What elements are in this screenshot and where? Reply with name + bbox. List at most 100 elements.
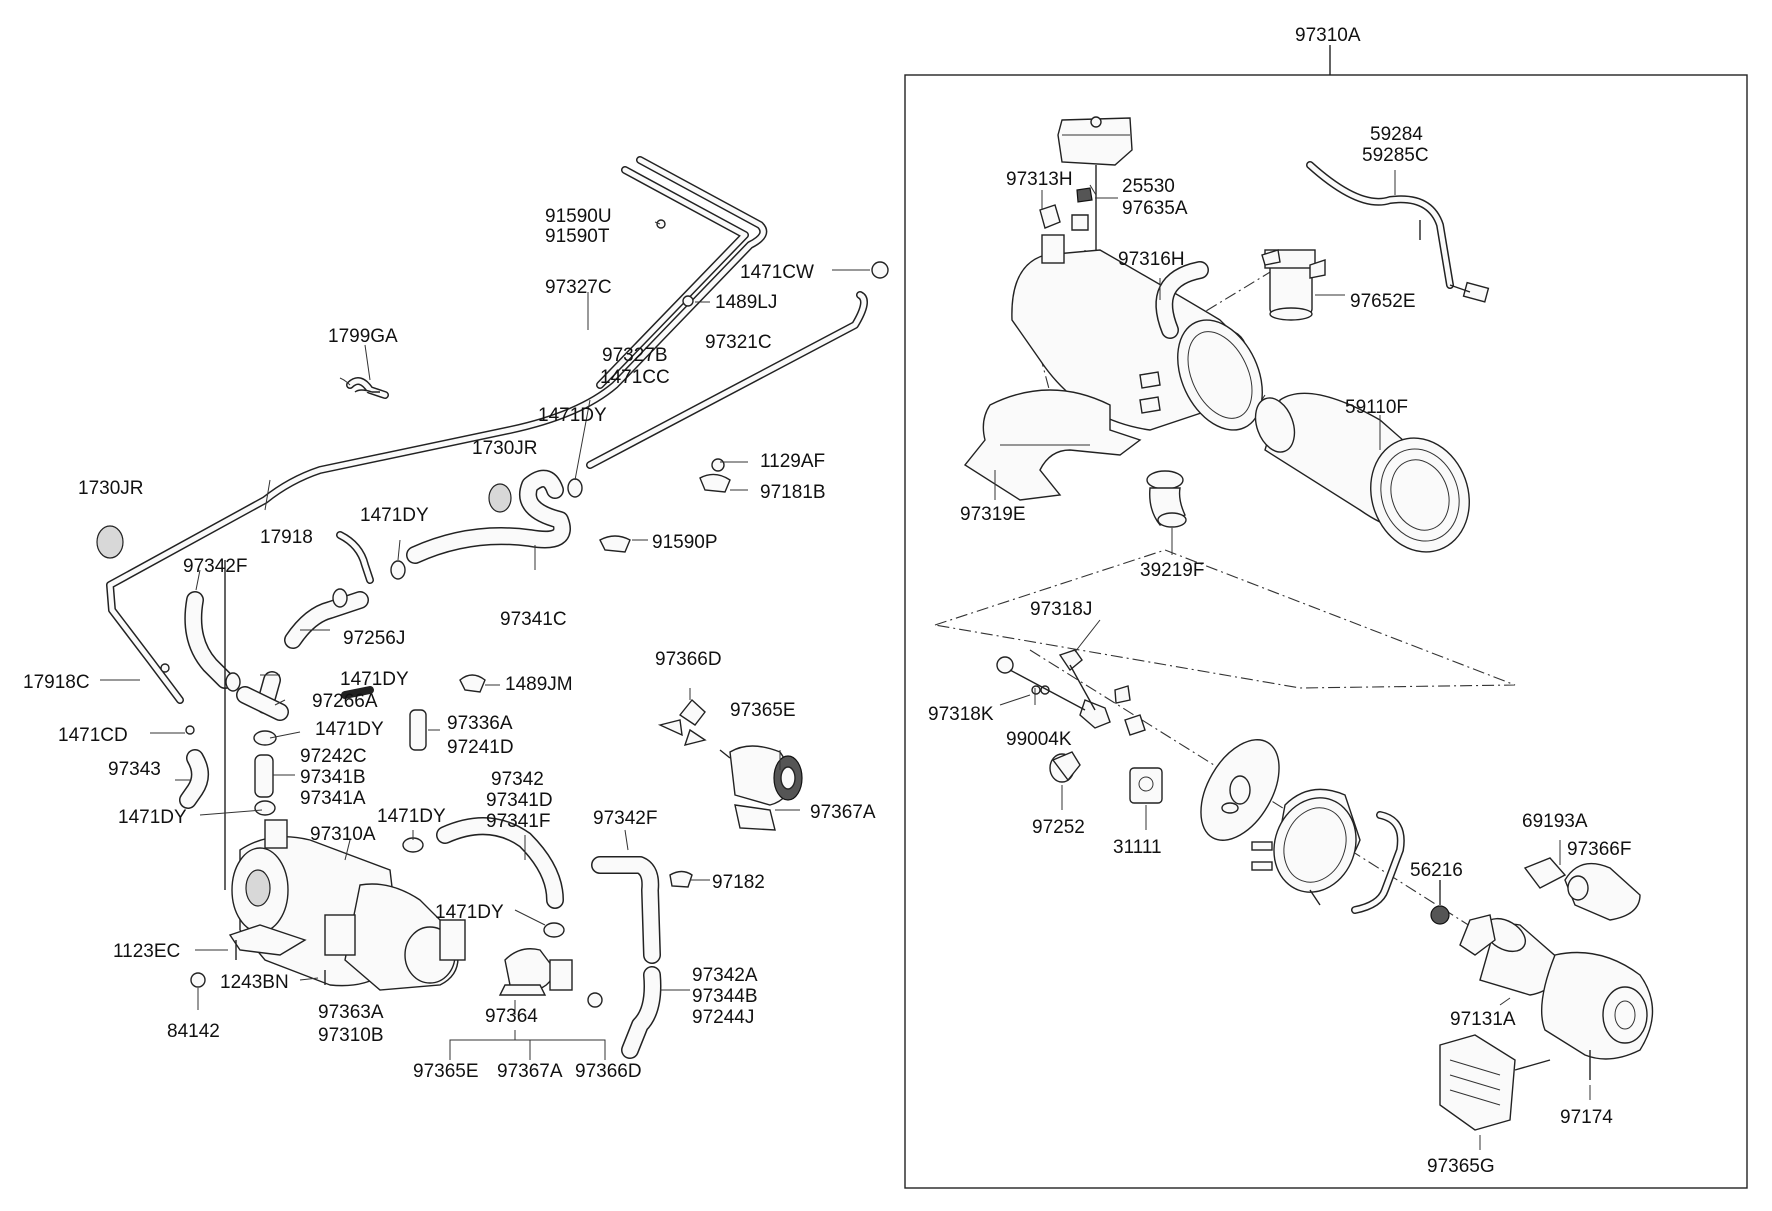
label-25530: 25530 <box>1122 176 1175 197</box>
glow-plug-part <box>996 649 1146 736</box>
label-97266A: 97266A <box>312 691 378 712</box>
label-97242C: 97242C <box>300 746 367 767</box>
hose-97342-part <box>436 817 564 909</box>
label-59284: 59284 <box>1370 124 1423 145</box>
label-91590T: 91590T <box>545 226 610 247</box>
label-97363A: 97363A <box>318 1002 384 1023</box>
fan-97366D-part <box>657 698 707 746</box>
combustion-liner-part <box>1254 392 1470 553</box>
label-97342F-a: 97342F <box>183 556 247 577</box>
hose-97341B-part <box>254 754 274 798</box>
label-97342: 97342 <box>491 769 544 790</box>
label-56216: 56216 <box>1410 860 1463 881</box>
label-97318K: 97318K <box>928 704 994 725</box>
fuel-line-part <box>106 156 768 704</box>
bent-tube-part <box>1351 811 1405 914</box>
label-17918: 17918 <box>260 527 313 548</box>
label-69193A: 69193A <box>1522 811 1588 832</box>
label-97366F: 97366F <box>1567 839 1631 860</box>
label-84142: 84142 <box>167 1021 220 1042</box>
label-39219F: 39219F <box>1140 560 1204 581</box>
label-91590P: 91590P <box>652 532 718 553</box>
label-97344B: 97344B <box>692 986 758 1007</box>
label-1730JR-b: 1730JR <box>78 478 144 499</box>
label-97366D-b: 97366D <box>575 1061 642 1082</box>
label-1471CC: 1471CC <box>600 367 670 388</box>
label-1799GA: 1799GA <box>328 326 398 347</box>
label-97341C: 97341C <box>500 609 567 630</box>
hose-97341C-part <box>406 469 571 564</box>
label-97652E: 97652E <box>1350 291 1416 312</box>
long-coolant-hose-part <box>586 291 868 469</box>
wire-harness-part <box>1306 161 1490 303</box>
label-1129AF: 1129AF <box>760 451 825 472</box>
label-97182: 97182 <box>712 872 765 893</box>
tee-97266A-part <box>236 671 289 721</box>
heater-unit-97310A-part <box>224 560 466 991</box>
label-1730JR-a: 1730JR <box>472 438 538 459</box>
label-1489LJ: 1489LJ <box>715 292 777 313</box>
hose-97256J-part <box>284 531 374 649</box>
hose-97342A-part <box>621 966 662 1059</box>
label-1489JM: 1489JM <box>505 674 573 695</box>
label-97364: 97364 <box>485 1006 538 1027</box>
burner-tube-part <box>1251 788 1361 906</box>
fuel-filter-part <box>1261 249 1326 321</box>
hose-97343-part <box>179 749 209 809</box>
label-1243BN: 1243BN <box>220 972 289 993</box>
label-97256J: 97256J <box>343 628 405 649</box>
label-97341D: 97341D <box>486 790 553 811</box>
label-97341B: 97341B <box>300 767 366 788</box>
label-17918C: 17918C <box>23 672 90 693</box>
label-97336A: 97336A <box>447 713 513 734</box>
heater-assembly-frame <box>904 45 1748 1189</box>
label-97310A-mid: 97310A <box>310 824 376 845</box>
label-97316H: 97316H <box>1118 249 1185 270</box>
label-59285C: 59285C <box>1362 145 1429 166</box>
hose-97336A-part <box>409 709 427 751</box>
label-97365E-b: 97365E <box>413 1061 479 1082</box>
label-1471DY-c: 1471DY <box>340 669 409 690</box>
label-97318J: 97318J <box>1030 599 1092 620</box>
hose-97342F-upper-part <box>184 591 234 689</box>
label-97341A: 97341A <box>300 788 366 809</box>
control-unit-31111-part <box>1129 767 1163 804</box>
label-97244J: 97244J <box>692 1007 754 1028</box>
burner-disc-part <box>1200 739 1280 841</box>
label-97343: 97343 <box>108 759 161 780</box>
motor-97365E-part <box>719 745 803 831</box>
label-97252: 97252 <box>1032 817 1085 838</box>
label-97319E: 97319E <box>960 504 1026 525</box>
label-97131A: 97131A <box>1450 1009 1516 1030</box>
label-1471CD: 1471CD <box>58 725 128 746</box>
blower-housing-97174-part <box>1540 951 1654 1080</box>
label-97366D-a: 97366D <box>655 649 722 670</box>
label-99004K: 99004K <box>1006 729 1072 750</box>
mounting-bracket-part <box>963 389 1142 501</box>
pump-97364-part <box>498 948 603 1008</box>
label-1471DY-g: 1471DY <box>435 902 504 923</box>
label-97241D: 97241D <box>447 737 514 758</box>
label-97327B: 97327B <box>602 345 668 366</box>
label-97310B: 97310B <box>318 1025 384 1046</box>
label-1471DY-f: 1471DY <box>377 806 446 827</box>
label-1471DY-d: 1471DY <box>315 719 384 740</box>
label-97367A-b: 97367A <box>497 1061 563 1082</box>
label-97321C: 97321C <box>705 332 772 353</box>
part-labels: 97310A 59284 59285C 97313H 25530 97635A … <box>23 25 1631 1177</box>
label-1471DY-e: 1471DY <box>118 807 187 828</box>
label-97342F-b: 97342F <box>593 808 657 829</box>
exhaust-elbow-part <box>1146 470 1187 528</box>
label-1123EC: 1123EC <box>113 941 180 962</box>
heater-housing-part <box>1011 234 1263 431</box>
flame-sensor-part <box>1049 751 1081 783</box>
label-97365E-a: 97365E <box>730 700 796 721</box>
filler-box-part <box>1039 116 1133 300</box>
label-97341F: 97341F <box>486 811 550 832</box>
small-fittings <box>96 219 889 988</box>
ecu-97365G-part <box>1439 1034 1551 1131</box>
label-1471CW: 1471CW <box>740 262 814 283</box>
label-97181B: 97181B <box>760 482 826 503</box>
label-97342A: 97342A <box>692 965 758 986</box>
label-91590U: 91590U <box>545 206 612 227</box>
